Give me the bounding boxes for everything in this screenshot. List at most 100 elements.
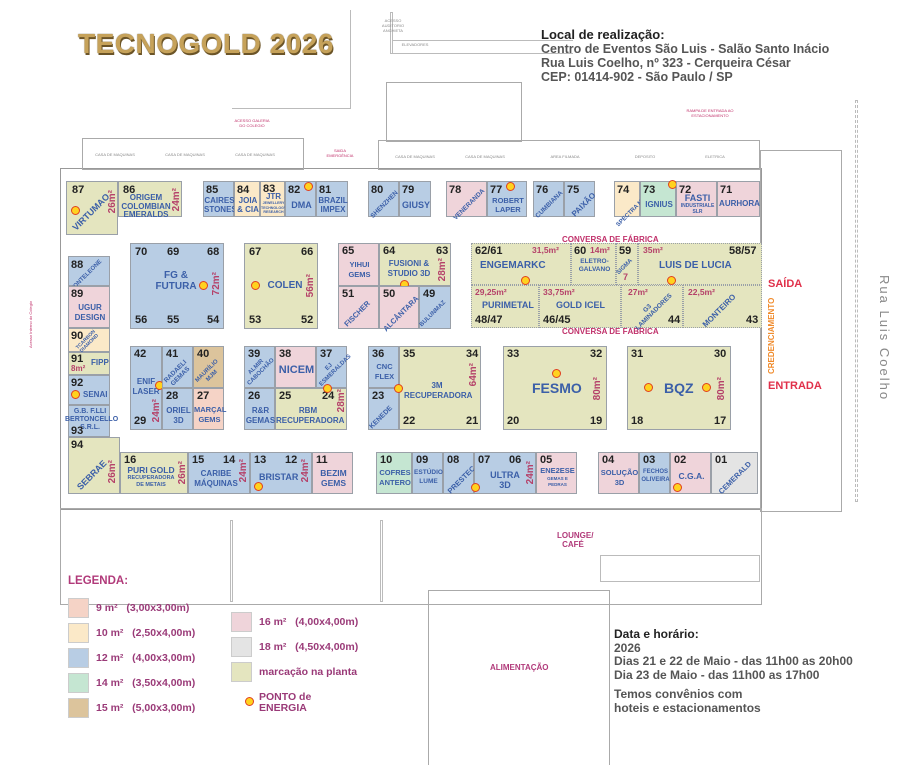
booth-number: 05 [540, 454, 553, 466]
booth-73[interactable]: 73 IGNIUS [640, 180, 677, 217]
booth-60[interactable]: 60 14m² ELETRO-GALVANO [571, 243, 616, 285]
booth-71[interactable]: 71 AURHORA [717, 181, 760, 217]
booth-number: 81 [319, 184, 332, 196]
booth-number: 66 [301, 246, 314, 258]
booth-84[interactable]: 84 JOIA & CIA [234, 181, 260, 217]
credenciamento-label: CREDENCIAMENTO [767, 297, 776, 374]
legend-swatch [231, 612, 252, 632]
booth-72[interactable]: 72 FASTI INDUSTRIALE SLR [676, 181, 717, 217]
booth-08[interactable]: 08 PRESTEC [443, 452, 477, 495]
booth-exhibitor: RBM RECUPERADORA [276, 406, 345, 425]
booth-exhibitor: SENAI [83, 390, 108, 399]
booth-area: 80m² [716, 377, 727, 401]
booth-04[interactable]: 04 SOLUÇÃO 3D [598, 452, 639, 494]
booth-49[interactable]: 49 BULUNMAZ [419, 286, 451, 329]
booth-number: 46/45 [543, 314, 571, 326]
booth-number: 31 [631, 348, 644, 360]
booth-65[interactable]: 65 YIHUI GEMS [338, 243, 379, 286]
booth-05[interactable]: 05 ENE2ESE GEMAS E PEDRAS [536, 452, 577, 494]
booth-number: 76 [536, 184, 549, 196]
booth-79[interactable]: 79 GIUSY [399, 181, 431, 217]
booth-36[interactable]: 36 CNC FLEX [368, 346, 399, 388]
booth-88[interactable]: 88 MONTELEONE [68, 256, 110, 293]
booth-15-14[interactable]: 15 14 CARIBE MÁQUINAS 24m² [188, 452, 250, 494]
booth-exhibitor: DMA [291, 200, 312, 210]
booth-13-12[interactable]: 13 12 BRISTAR 24m² [250, 452, 312, 494]
booth-64-63[interactable]: 64 63 FUSIONI & STUDIO 3D 28m² [379, 243, 451, 289]
booth-50[interactable]: 50 ALCÂNTARA [379, 286, 421, 333]
booth-46-45[interactable]: 33,75m² GOLD ICEL 46/45 [539, 285, 621, 328]
booth-28[interactable]: 28 ORIEL 3D [162, 388, 193, 430]
booth-48-47[interactable]: 29,25m² PURIMETAL 48/47 [471, 285, 539, 328]
booth-77[interactable]: 77 ROBERT LAPER [487, 181, 527, 217]
booth-exhibitor-sub: GEMAS E PEDRAS [547, 476, 568, 487]
booth-94[interactable]: 94 SEBRAE 26m² [68, 437, 120, 494]
booth-86[interactable]: 86 ORIGEM COLOMBIAN EMERALDS 24m² [118, 181, 182, 219]
booth-01[interactable]: 01 CEMERALD [711, 452, 758, 496]
booth-41[interactable]: 41 RADAELI GEMAS [162, 346, 193, 388]
booth-83[interactable]: 83 JTR JEWELLERY TECHNOLOGY RESEARCH [260, 181, 287, 217]
booth-89[interactable]: 89 UGUR DESIGN [68, 286, 110, 328]
energy-point-icon [394, 384, 403, 393]
booth-43[interactable]: 22,5m² MONTEIRO 43 [683, 285, 762, 329]
booth-59[interactable]: 59 SIGMA 7 [616, 243, 638, 285]
booth-fesmo[interactable]: 33 32 20 19 FESMO 80m² [503, 346, 607, 430]
casa-maquinas-label: CASA DE MAQUINAS [235, 152, 275, 157]
booth-number: 85 [206, 184, 219, 196]
booth-37[interactable]: 37 EJ ESMERALDAS [316, 346, 353, 388]
booth-exhibitor: KENEDE [368, 404, 395, 431]
booth-16[interactable]: 16 PURI GOLD RECUPERADORA DE METAIS 26m² [120, 452, 188, 494]
booth-62-61[interactable]: 62/61 31,5m² ENGEMARKC [471, 243, 571, 285]
booth-number: 60 [574, 245, 587, 257]
booth-03[interactable]: 03 FECHOS OLIVEIRA [639, 452, 670, 494]
booth-number: 03 [643, 454, 656, 466]
booth-number: 53 [249, 314, 262, 326]
booth-number: 27 [197, 390, 210, 402]
booth-76[interactable]: 76 CUMBIANA [533, 181, 564, 220]
booth-80[interactable]: 80 SHENZHEN [368, 181, 400, 220]
booth-bqz[interactable]: 31 30 18 17 BQZ 80m² [627, 346, 731, 430]
booth-number: 12 [285, 454, 298, 466]
booth-number: 62/61 [475, 245, 503, 257]
booth-fg-futura[interactable]: 70 69 68 56 55 54 FG & FUTURA 72m² [130, 243, 224, 329]
booth-93[interactable]: G.B. F.LLI BERTONCELLO S.R.L. 93 [65, 405, 118, 437]
booth-58-57[interactable]: 35m² 58/57 LUIS DE LUCIA [638, 243, 762, 285]
booth-40[interactable]: 40 MAURÍLIO MJM [193, 346, 224, 388]
booth-number: 36 [372, 348, 385, 360]
booth-27[interactable]: 27 MARÇAL GEMS [193, 388, 227, 430]
booth-85[interactable]: 85 CAIRES STONES [203, 181, 237, 217]
booth-81[interactable]: 81 BRAZIL IMPEX [316, 181, 348, 217]
booth-09[interactable]: 09 ESTÚDIO LUME [412, 452, 443, 494]
street-edge [855, 100, 858, 502]
booth-colen[interactable]: 67 66 53 52 COLEN 56m² [244, 243, 318, 329]
booth-74[interactable]: 74 SPECTRA MINERAIS [614, 181, 662, 228]
booth-number: 64 [383, 245, 396, 257]
booth-exhibitor: LUIS DE LUCIA [659, 260, 732, 271]
booth-11[interactable]: 11 BEZIM GEMS [312, 452, 353, 494]
booth-51[interactable]: 51 FISCHER [338, 286, 379, 329]
booth-area: 28m² [437, 258, 448, 282]
booth-75[interactable]: 75 PAIXÃO [564, 181, 598, 218]
booth-exhibitor: FUSIONI & STUDIO 3D [387, 259, 431, 278]
booth-90[interactable]: 90 TCARBON DIAMOND [68, 328, 110, 354]
booth-26[interactable]: 26 R&R GEMAS [244, 388, 275, 430]
booth-02[interactable]: 02 C.G.A. [670, 452, 711, 494]
booth-82[interactable]: 82 DMA [285, 181, 316, 217]
booth-3m-recuperadora[interactable]: 35 34 22 21 3M RECUPERADORA 64m² [394, 346, 481, 430]
booth-38[interactable]: 38 NICEM [275, 346, 316, 388]
booth-92[interactable]: 92 SENAI [68, 375, 110, 405]
booth-exhibitor-sub: JEWELLERY TECHNOLOGY RESEARCH [261, 201, 287, 214]
booth-23[interactable]: 23 KENEDE [368, 388, 399, 430]
booth-44[interactable]: 27m² G3 LAMINADORES 44 [621, 285, 683, 332]
booth-39[interactable]: 39 ALMIR CABOCHÃO [244, 346, 276, 388]
booth-number: 93 [71, 425, 84, 437]
booth-78[interactable]: 78 VENERANDA [446, 181, 487, 222]
booth-42-29[interactable]: 42 ENIF LASER 29 24m² [130, 346, 164, 430]
booth-91[interactable]: 91 FIPP 8m² [68, 352, 110, 375]
energy-point-icon [667, 276, 676, 285]
booth-07-06[interactable]: 07 06 ULTRA 3D 24m² [471, 452, 536, 494]
booth-10[interactable]: 10 COFRES ANTERO [376, 452, 412, 494]
booth-25-24[interactable]: 25 24 RBM RECUPERADORA 28m² [275, 384, 347, 430]
booth-area: 26m² [107, 460, 118, 484]
booth-87[interactable]: 87 VIRTUMAO 26m² [66, 181, 118, 235]
